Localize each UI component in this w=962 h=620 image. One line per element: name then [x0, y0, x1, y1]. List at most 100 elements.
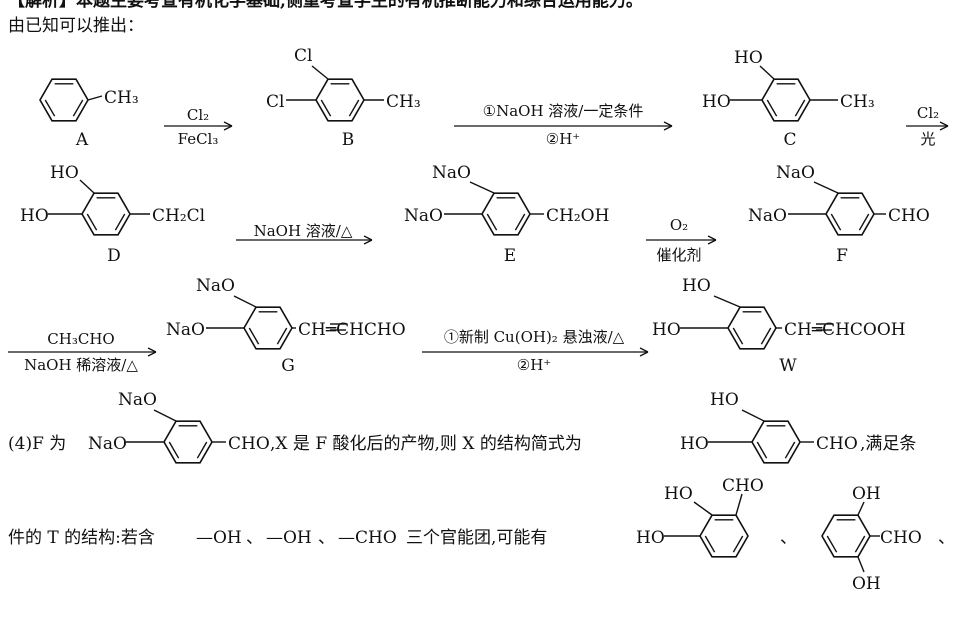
reaction-arrow-5-head: [707, 235, 717, 241]
benzene-ring-c-double-bond: [766, 99, 778, 117]
intro-text: 由已知可以推出：: [8, 16, 144, 36]
arrow-5-top: O₂: [669, 216, 689, 234]
compound-d-right-substituent: CH₂Cl: [152, 206, 206, 226]
compound-w-label: W: [779, 356, 797, 376]
separator-2: 、: [318, 528, 335, 548]
reaction-arrow-5-head: [707, 239, 717, 245]
bond-a-ch3: [87, 95, 103, 101]
compound-c-label: C: [783, 130, 797, 150]
benzene-ring-w-double-bond: [760, 327, 772, 345]
part4-x-left-substituent: HO: [680, 434, 709, 454]
benzene-ring-c: [761, 78, 811, 122]
arrow-1-top: Cl₂: [186, 106, 210, 124]
compound-e-top-substituent: NaO: [432, 163, 471, 183]
arrow-3-top: Cl₂: [916, 104, 940, 122]
benzene-ring-isomer-2-double-bond: [854, 535, 866, 553]
compound-d-left-substituent: HO: [20, 206, 49, 226]
benzene-ring-g-double-bond: [276, 327, 288, 345]
reaction-arrow-1-head: [223, 121, 233, 127]
functional-group-1: —OH: [196, 528, 242, 548]
reaction-arrow-4-head: [363, 239, 373, 245]
compound-d-label: D: [107, 246, 121, 266]
compound-b-label: B: [341, 130, 355, 150]
reaction-arrow-2-head: [663, 121, 673, 127]
benzene-ring-b: [315, 78, 365, 122]
bond-part4-f-nao-top: [153, 409, 177, 422]
compound-w-right-substituent: CH═CHCOOH: [784, 320, 906, 340]
compound-c-left-substituent: HO: [702, 92, 731, 112]
compound-e-right-substituent: CH₂OH: [546, 206, 610, 226]
bond-w-ho-top: [713, 295, 741, 308]
bond-f-nao-top: [813, 181, 839, 194]
compound-g-right-substituent: CH═CHCHO: [298, 320, 406, 340]
bond-isomer-2-oh-top: [857, 501, 865, 516]
bond-d-ho-top: [79, 179, 95, 194]
part4-line2-text2: 三个官能团,可能有: [406, 528, 548, 548]
benzene-ring-c-double-bond: [794, 99, 806, 117]
benzene-ring-g: [243, 306, 293, 350]
compound-f-left-substituent: NaO: [748, 206, 787, 226]
isomer-2-top-substituent: OH: [852, 484, 881, 504]
reaction-arrow-6-head: [147, 351, 157, 357]
header-line: 【解析】本题主要考查有机化学基础,侧重考查学生的有机推断能力和综合运用能力。: [8, 0, 643, 11]
reaction-arrow-6-head: [147, 347, 157, 353]
benzene-ring-isomer-1-double-bond: [732, 535, 744, 553]
isomer-2-bottom-substituent: OH: [852, 574, 881, 594]
reaction-arrow-2-head: [663, 125, 673, 131]
benzene-ring-isomer-2-double-bond: [826, 535, 838, 553]
isomer-1-left-substituent: HO: [636, 528, 665, 548]
compound-c-right-substituent: CH₃: [840, 92, 875, 112]
benzene-ring-d-double-bond: [114, 213, 126, 231]
benzene-ring-a-double-bond: [44, 99, 56, 117]
bond-part4-x-ho-top: [741, 409, 765, 422]
arrow-6-top: CH₃CHO: [47, 330, 115, 348]
part4-f-left-substituent: NaO: [88, 434, 127, 454]
arrow-2-bottom: ②H⁺: [545, 130, 581, 148]
compound-b-top-substituent: Cl: [294, 46, 313, 66]
benzene-ring-b-double-bond: [320, 99, 332, 117]
compound-g-label: G: [281, 356, 295, 376]
part4-suffix: ,满足条: [860, 434, 917, 454]
compound-c-top-substituent: HO: [734, 48, 763, 68]
isomer-1-top-right-substituent: CHO: [722, 476, 764, 496]
benzene-ring-w: [727, 306, 777, 350]
benzene-ring-f-double-bond: [858, 213, 870, 231]
compound-a-label: A: [75, 130, 89, 150]
part4-line2-text1: 件的 T 的结构:若含: [8, 528, 155, 548]
benzene-ring-d: [81, 192, 131, 236]
functional-group-2: —OH: [266, 528, 312, 548]
compound-e-left-substituent: NaO: [404, 206, 443, 226]
benzene-ring-b-double-bond: [348, 99, 360, 117]
separator-1: 、: [246, 528, 263, 548]
separator-4: 、: [938, 528, 955, 548]
arrow-2-top: ①NaOH 溶液/一定条件: [482, 102, 644, 120]
benzene-ring-part4-x: [751, 420, 801, 464]
benzene-ring-e-double-bond: [486, 213, 498, 231]
isomer-2-right-substituent: CHO: [880, 528, 922, 548]
benzene-ring-w-double-bond: [732, 327, 744, 345]
reaction-arrow-4-head: [363, 235, 373, 241]
reaction-arrow-3-head: [939, 121, 949, 127]
benzene-ring-part4-f: [163, 420, 213, 464]
functional-group-3: —CHO: [338, 528, 397, 548]
arrow-5-bottom: 催化剂: [656, 246, 702, 264]
benzene-ring-e-double-bond: [514, 213, 526, 231]
compound-f-top-substituent: NaO: [776, 163, 815, 183]
separator-3: 、: [780, 528, 797, 548]
reaction-arrow-7-head: [639, 351, 649, 357]
benzene-ring-d-double-bond: [86, 213, 98, 231]
benzene-ring-e: [481, 192, 531, 236]
bond-e-nao-top: [469, 181, 495, 194]
bond-isomer-1-ho-top: [693, 501, 713, 516]
compound-f-right-substituent: CHO: [888, 206, 930, 226]
arrow-4-top: NaOH 溶液/△: [253, 222, 353, 240]
benzene-ring-isomer-2: [821, 514, 871, 558]
compound-w-top-substituent: HO: [682, 276, 711, 296]
compound-e-label: E: [503, 246, 517, 266]
part4-x-right-substituent: CHO: [816, 434, 858, 454]
part4-prefix: (4)F 为: [8, 434, 67, 454]
compound-w-left-substituent: HO: [652, 320, 681, 340]
compound-d-top-substituent: HO: [50, 163, 79, 183]
